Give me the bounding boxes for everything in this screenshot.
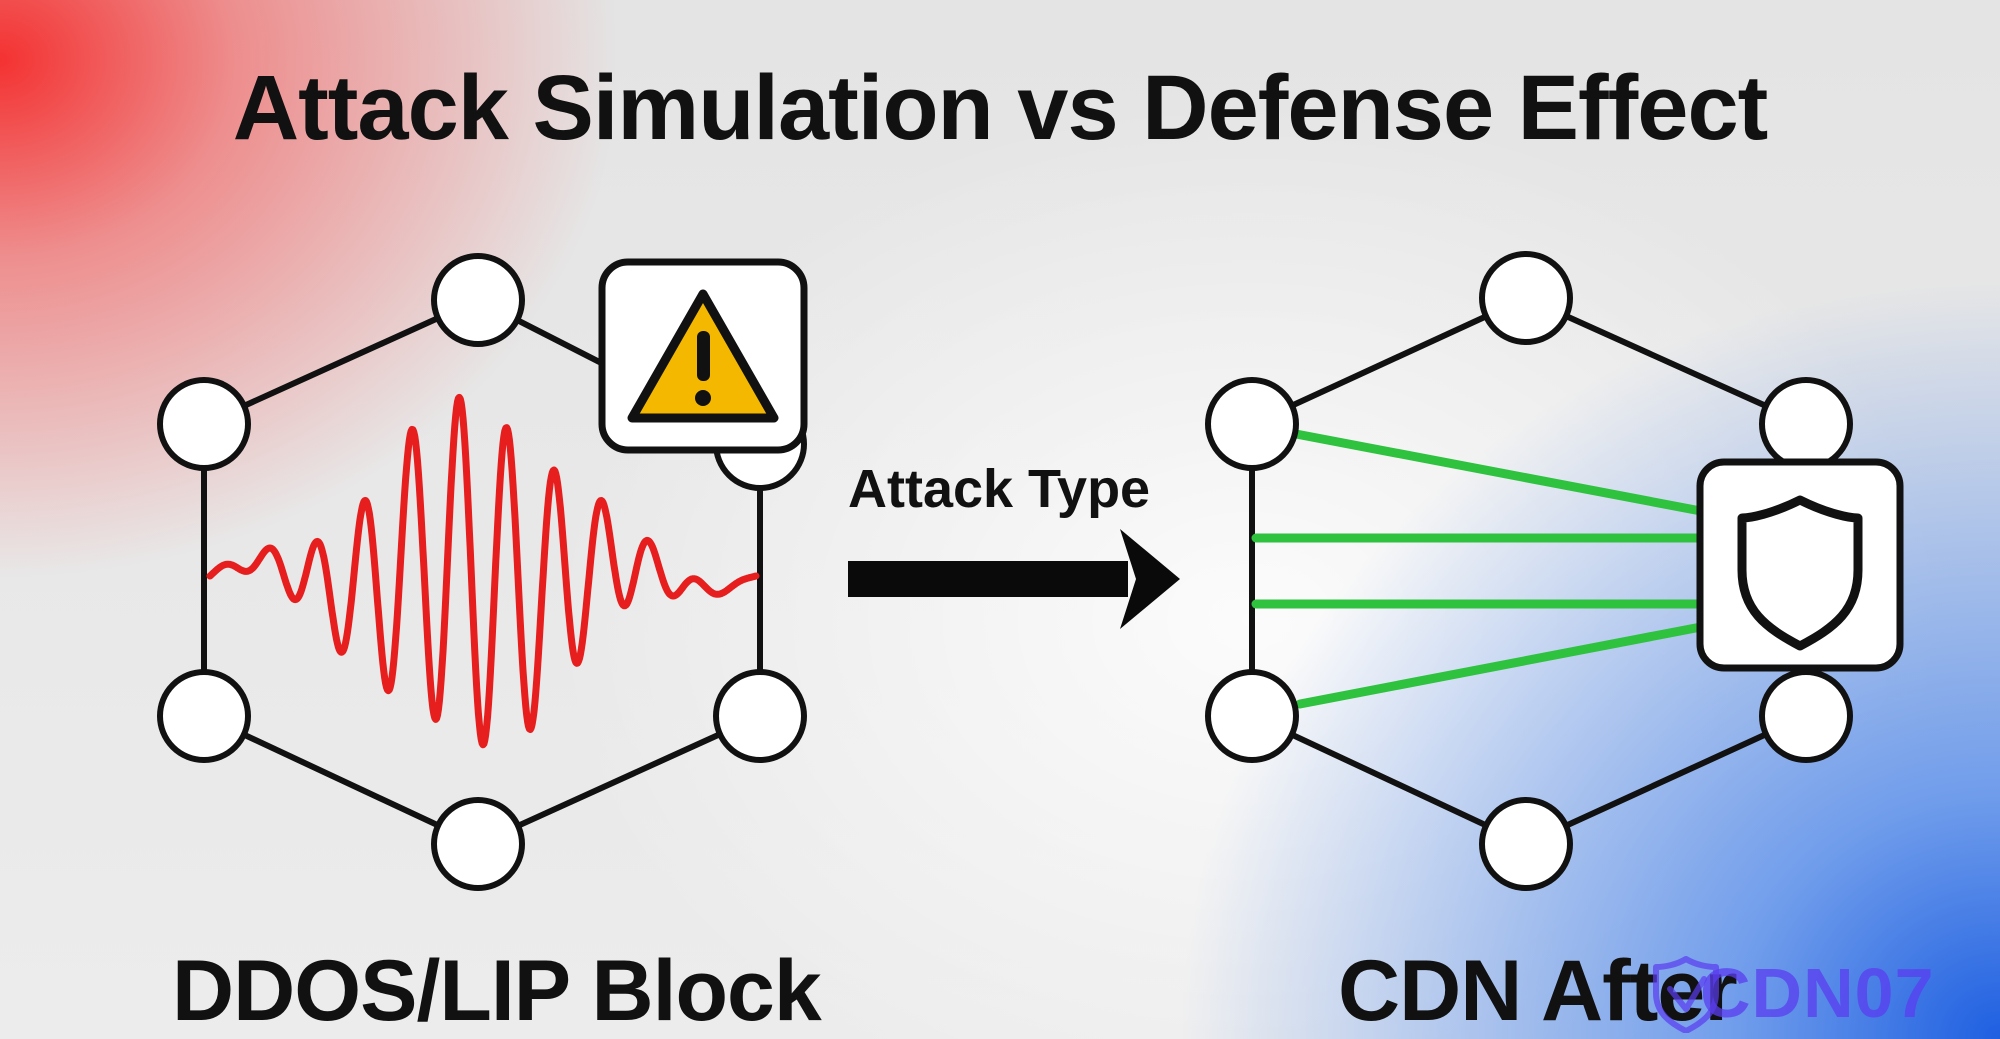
attack-arrow (848, 529, 1180, 629)
attack-type-label: Attack Type (848, 459, 1151, 519)
network-node (157, 669, 251, 763)
network-node (1205, 377, 1299, 471)
left-edge (476, 713, 762, 847)
watermark-shield-icon (1653, 956, 1719, 1033)
attack-waveform (206, 393, 760, 749)
network-node (713, 669, 807, 763)
warning-icon (598, 258, 808, 454)
right-edge (1250, 713, 1528, 847)
page-title: Attack Simulation vs Defense Effect (232, 57, 1769, 159)
network-node (431, 253, 525, 347)
shield-icon (1696, 458, 1904, 672)
network-node (1759, 669, 1853, 763)
watermark-logo: CDN07 (1700, 954, 1935, 1032)
network-node (1479, 797, 1573, 891)
network-node (1479, 251, 1573, 345)
right-network (1205, 251, 1904, 891)
clean-traffic-line (1295, 621, 1711, 709)
left-edge (202, 713, 480, 847)
network-node (1205, 669, 1299, 763)
left-caption: DDOS/LIP Block (172, 943, 822, 1039)
clean-traffic-line (1291, 429, 1711, 517)
left-edge (202, 297, 480, 427)
network-node (431, 797, 525, 891)
right-edge (1250, 295, 1528, 427)
network-node (1759, 377, 1853, 471)
right-edge (1524, 295, 1808, 427)
network-node (157, 377, 251, 471)
left-network (157, 253, 808, 891)
right-edge (1524, 713, 1808, 847)
